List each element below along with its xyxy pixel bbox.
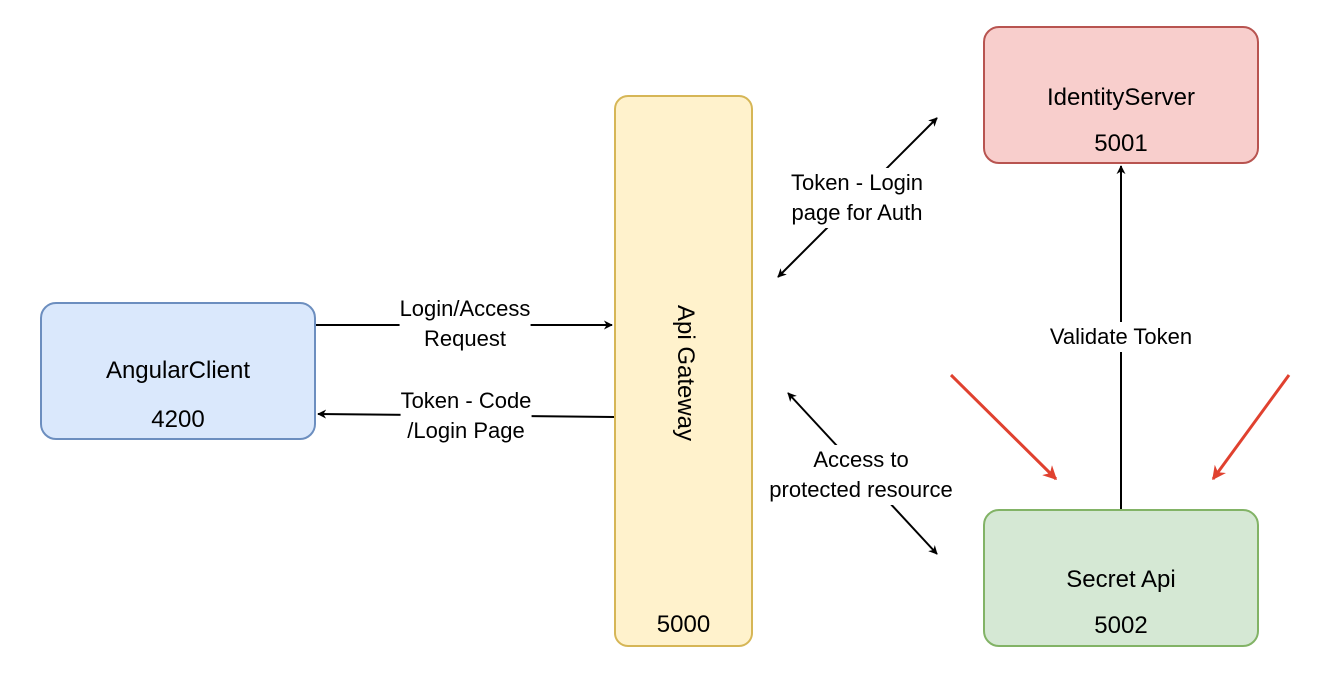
token-login-label-line2: page for Auth: [791, 200, 923, 225]
token-login-label-line1: Token - Login: [790, 170, 924, 195]
highlight-arrow-left: [949, 373, 1058, 481]
login-request-label-line1: Login/Access: [399, 296, 531, 321]
identity-server-name: IdentityServer: [1046, 84, 1196, 111]
api-gateway-name: Api Gateway: [672, 304, 699, 442]
secret-api-name: Secret Api: [1066, 566, 1176, 593]
angular-client-port: 4200: [151, 406, 205, 433]
validate-token-label: Validate Token: [1049, 322, 1193, 352]
login-request-label-line2: Request: [424, 326, 506, 351]
access-resource-label-line2: protected resource: [769, 477, 953, 502]
angular-client-name: AngularClient: [105, 357, 251, 384]
secret-api-node: Secret Api 5002: [983, 509, 1259, 647]
access-resource-label: Access to protected resource: [769, 445, 953, 505]
access-resource-label-line1: Access to: [813, 447, 909, 472]
secret-api-port: 5002: [1094, 612, 1148, 639]
token-code-label: Token - Code /Login Page: [400, 386, 532, 446]
api-gateway-port: 5000: [656, 611, 711, 638]
identity-server-node: IdentityServer 5001: [983, 26, 1259, 164]
angular-client-node: AngularClient 4200: [40, 302, 316, 440]
token-code-label-line2: /Login Page: [407, 418, 525, 443]
api-gateway-node: Api Gateway 5000: [614, 95, 753, 647]
highlight-arrow-right: [1211, 374, 1291, 481]
login-request-label: Login/Access Request: [399, 294, 531, 354]
token-login-label: Token - Login page for Auth: [790, 168, 924, 228]
token-code-label-line1: Token - Code: [400, 388, 532, 413]
identity-server-port: 5001: [1094, 130, 1148, 157]
validate-token-label-line1: Validate Token: [1049, 324, 1193, 349]
